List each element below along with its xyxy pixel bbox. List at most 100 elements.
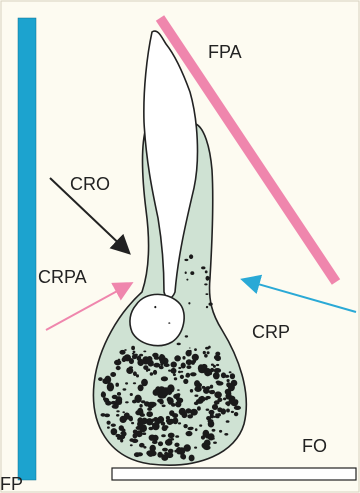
trabecula-dot (212, 438, 215, 440)
trabecula-dot (124, 349, 127, 351)
trabecula-dot (216, 364, 219, 366)
trabecula-dot (143, 351, 146, 353)
trabecula-dot (164, 452, 168, 456)
trabecula-dot (185, 271, 187, 274)
trabecula-dot (213, 372, 220, 379)
trabecula-dot (175, 401, 181, 407)
label-cro: CRO (70, 174, 110, 194)
trabecula-dot (224, 433, 228, 436)
trabecula-dot (103, 397, 106, 400)
trabecula-dot (195, 428, 198, 431)
trabecula-dot (190, 372, 197, 376)
trabecula-dot (159, 354, 166, 362)
trabecula-dot (191, 360, 195, 365)
trabecula-dot (204, 440, 211, 447)
trabecula-dot (178, 371, 181, 374)
label-fo: FO (302, 436, 327, 456)
trabecula-dot (186, 365, 191, 369)
trabecula-dot (171, 368, 177, 374)
trabecula-dot (133, 371, 137, 376)
trabecula-dot (161, 434, 166, 437)
trabecula-dot (114, 404, 117, 406)
trabecula-dot (209, 390, 215, 394)
trabecula-dot (153, 370, 157, 375)
label-crp: CRP (252, 322, 290, 342)
trabecula-dot (143, 365, 148, 370)
trabecula-dot (104, 414, 110, 418)
trabecula-dot (161, 422, 165, 426)
trabecula-dot (221, 408, 226, 414)
trabecula-dot (134, 395, 141, 403)
label-crpa: CRPA (38, 267, 87, 287)
trabecula-dot (188, 302, 190, 304)
trabecula-dot (125, 382, 128, 384)
trabecula-dot (227, 379, 230, 382)
label-fp: FP (0, 474, 23, 493)
trabecula-dot (181, 371, 184, 373)
trabecula-dot (184, 259, 188, 261)
trabecula-dot (123, 388, 127, 390)
trabecula-dot (137, 408, 143, 415)
trabecula-dot (125, 401, 129, 403)
trabecula-dot (226, 420, 230, 423)
trabecula-dot (111, 424, 116, 427)
trabecula-dot (196, 399, 199, 402)
trabecula-dot (189, 350, 192, 353)
trabecula-dot (178, 422, 181, 424)
bone-cavity (130, 294, 184, 345)
trabecula-dot (206, 409, 210, 411)
trabecula-dot (226, 409, 230, 413)
trabecula-dot (189, 455, 195, 462)
trabecula-dot (181, 363, 186, 369)
trabecula-dot (186, 279, 188, 281)
trabecula-dot (123, 416, 128, 421)
trabecula-dot (114, 360, 121, 366)
trabecula-dot (201, 266, 205, 269)
trabecula-dot (131, 422, 134, 424)
trabecula-dot (194, 348, 197, 351)
trabecula-dot (219, 430, 222, 433)
trabecula-dot (149, 435, 156, 441)
trabecula-dot (208, 277, 210, 279)
trabecula-dot (189, 348, 191, 349)
trabecula-dot (167, 397, 172, 402)
fp-bar (18, 18, 36, 480)
trabecula-dot (167, 438, 172, 442)
trabecula-dot (141, 379, 148, 386)
trabecula-dot (188, 427, 194, 430)
trabecula-dot (161, 376, 168, 381)
trabecula-dot (171, 362, 177, 368)
trabecula-dot (205, 347, 209, 350)
trabecula-dot (158, 441, 163, 446)
trabecula-dot (229, 371, 232, 373)
trabecula-dot (169, 419, 174, 422)
trabecula-dot (217, 413, 221, 416)
trabecula-dot (117, 392, 121, 396)
trabecula-dot (180, 454, 185, 460)
trabecula-dot (203, 430, 210, 438)
trabecula-dot (186, 373, 190, 378)
trabecula-dot (217, 398, 222, 402)
trabecula-dot (199, 424, 202, 426)
trabecula-dot (105, 401, 111, 406)
trabecula-dot (173, 373, 176, 376)
trabecula-dot (132, 439, 139, 443)
trabecula-dot (172, 413, 178, 418)
trabecula-dot (186, 431, 193, 436)
trabecula-dot (182, 414, 186, 418)
trabecula-dot (185, 335, 188, 337)
trabecula-dot (139, 404, 142, 408)
trabecula-dot (132, 353, 135, 355)
trabecula-dot (204, 368, 211, 376)
trabecula-dot (215, 355, 221, 361)
trabecula-dot (183, 424, 187, 428)
trabecula-dot (115, 399, 118, 403)
trabecula-dot (197, 406, 201, 410)
label-fpa: FPA (208, 42, 242, 62)
trabecula-dot (213, 442, 217, 444)
trabecula-dot (154, 306, 156, 308)
trabecula-dot (194, 395, 198, 397)
trabecula-dot (146, 411, 153, 417)
